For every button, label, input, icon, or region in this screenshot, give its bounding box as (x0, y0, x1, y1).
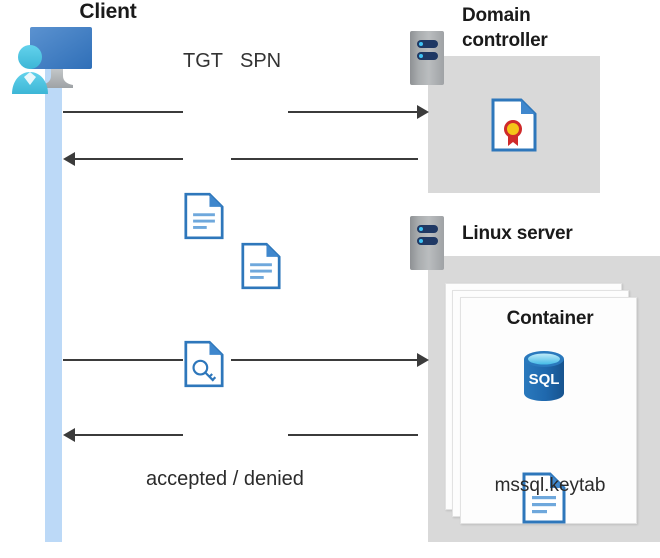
spn-document-icon (241, 241, 660, 291)
tgt-label: TGT (183, 50, 223, 72)
client-icon (8, 24, 108, 94)
service-ticket-key-document-icon-1 (184, 339, 660, 389)
sql-database-icon: SQL (523, 350, 565, 402)
page-title-domain-controller: Domain controller (462, 3, 652, 53)
flow-4-arrowhead (63, 428, 75, 442)
server-rack-icon-domain-controller (410, 31, 444, 85)
flow-2-line-left (74, 158, 183, 160)
page-title-linux-server: Linux server (462, 223, 573, 244)
flow-1-line-right (288, 111, 418, 113)
server-rack-icon-linux-server (410, 216, 444, 270)
domain-controller-title-line1: Domain (462, 5, 531, 26)
accepted-denied-caption: accepted / denied (146, 468, 304, 490)
flow-1-line-left (63, 111, 183, 113)
page-title-container: Container (506, 308, 594, 329)
flow-3-line-right (231, 359, 418, 361)
flow-4-line-right (288, 434, 418, 436)
page-title-client: Client (79, 0, 137, 23)
flow-2-line-right (231, 158, 418, 160)
svg-text:SQL: SQL (529, 371, 560, 388)
keytab-filename-label: mssql.keytab (494, 475, 606, 496)
keytab-document-icon (522, 472, 660, 524)
domain-controller-title-line2: controller (462, 30, 548, 51)
certificate-document-icon (491, 98, 660, 152)
client-lifeline (45, 60, 62, 542)
flow-1-arrowhead (417, 105, 429, 119)
tgt-document-icon (184, 191, 660, 241)
flow-4-line-left (74, 434, 183, 436)
flow-2-arrowhead (63, 152, 75, 166)
flow-3-line-left (63, 359, 183, 361)
flow-3-arrowhead (417, 353, 429, 367)
spn-label: SPN (240, 50, 282, 72)
